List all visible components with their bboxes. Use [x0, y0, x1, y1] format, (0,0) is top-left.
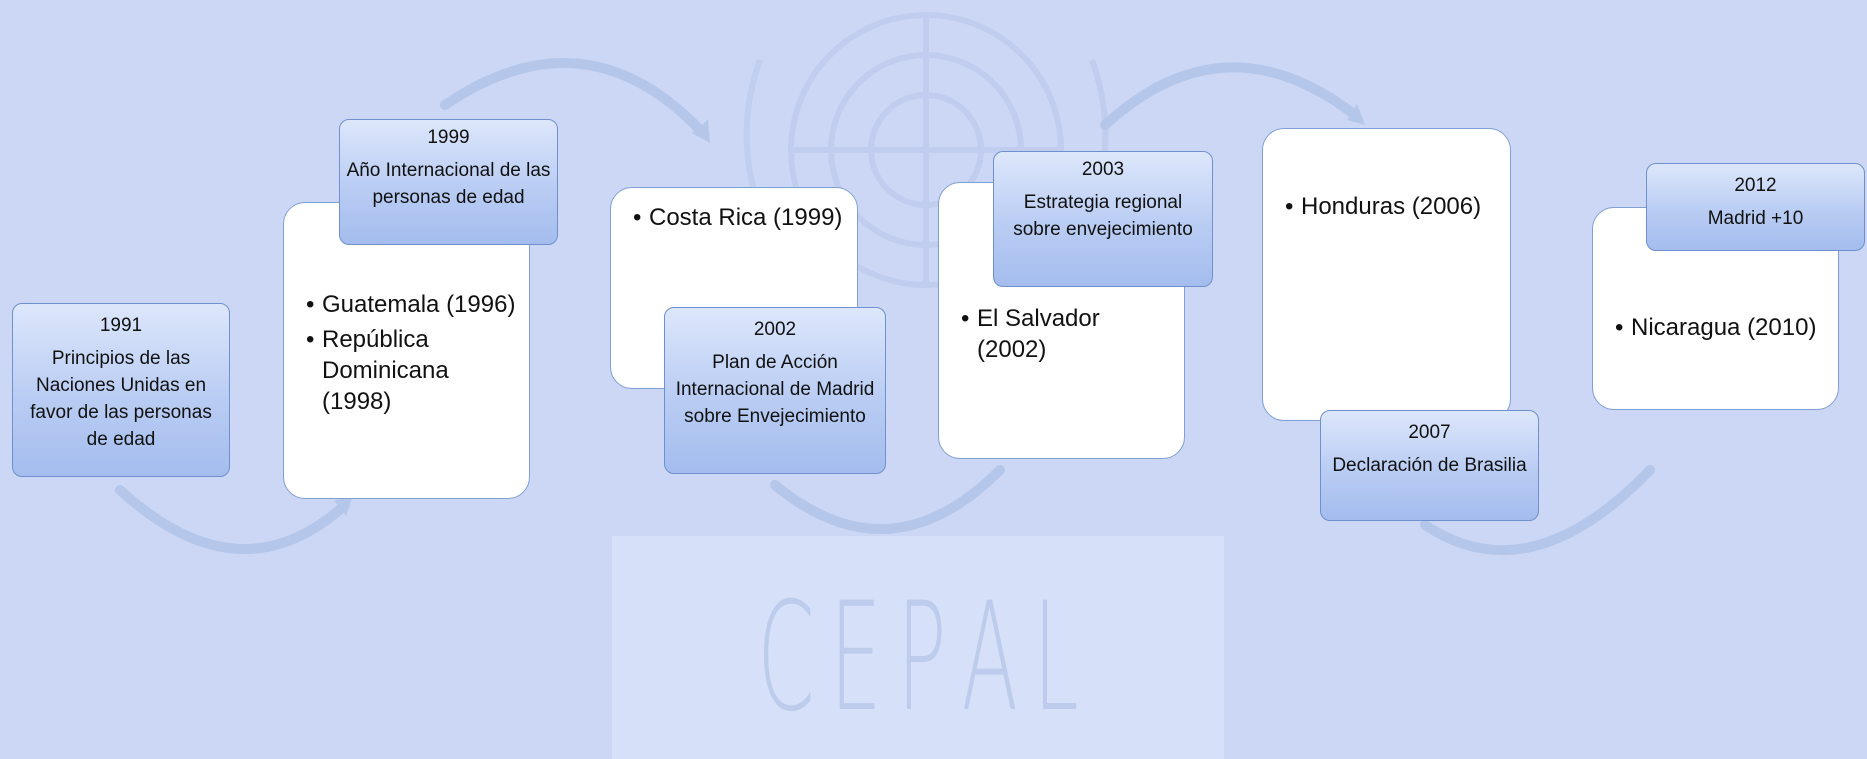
watermark-letter: L: [1032, 571, 1079, 745]
milestone-year: 2003: [1081, 159, 1125, 180]
milestone-text: Plan de Acción Internacional de Madrid s…: [675, 352, 875, 427]
cepal-watermark-letters: C E P A L: [750, 571, 1087, 745]
watermark-letter: C: [757, 571, 815, 745]
milestone-1991: 1991 Principios de las Naciones Unidas e…: [12, 303, 230, 477]
arrow-curve-4: [1100, 62, 1360, 130]
milestone-year: 1999: [427, 127, 470, 148]
cepal-watermark-box: [612, 536, 1224, 759]
milestone-text: Madrid +10: [1707, 208, 1804, 229]
arrow-curve-5: [1420, 465, 1655, 556]
country-list: Nicaragua (2010): [1615, 312, 1828, 343]
milestone-2012: 2012 Madrid +10: [1646, 163, 1865, 251]
watermark-letter: E: [829, 571, 882, 745]
milestone-text: Declaración de Brasilia: [1332, 455, 1527, 476]
arrowheads: [334, 104, 1365, 516]
milestone-year: 2007: [1408, 422, 1451, 443]
milestone-year: 2012: [1734, 175, 1777, 196]
country-item: Guatemala (1996): [306, 289, 519, 320]
milestone-2003: 2003 Estrategia regional sobre envejecim…: [993, 151, 1213, 287]
countries-card-1999: Guatemala (1996) República Dominicana (1…: [283, 202, 530, 499]
watermark-letter: P: [896, 571, 947, 745]
milestone-text: Principios de las Naciones Unidas en fav…: [30, 348, 212, 450]
country-list: Honduras (2006): [1285, 191, 1500, 222]
country-item: República Dominicana (1998): [306, 324, 519, 417]
milestone-text: Estrategia regional sobre envejecimiento: [1013, 192, 1193, 240]
country-list: Guatemala (1996) República Dominicana (1…: [306, 289, 519, 417]
milestone-year: 2002: [753, 319, 797, 340]
un-emblem-watermark: [743, 12, 1109, 292]
countries-card-2007: Honduras (2006): [1262, 128, 1511, 421]
milestone-2002: 2002 Plan de Acción Internacional de Mad…: [664, 307, 886, 474]
country-item: Costa Rica (1999): [633, 202, 847, 233]
country-item: Honduras (2006): [1285, 191, 1500, 222]
watermark-letter: A: [961, 571, 1018, 745]
country-list: El Salvador (2002): [961, 303, 1174, 365]
curved-arrows: [115, 58, 1655, 556]
milestone-text: Año Internacional de las personas de eda…: [346, 160, 551, 208]
arrow-curve-3: [770, 465, 1005, 535]
country-item: Nicaragua (2010): [1615, 312, 1828, 343]
milestone-1999: 1999 Año Internacional de las personas d…: [339, 119, 558, 245]
country-list: Costa Rica (1999): [633, 202, 847, 233]
country-item: El Salvador (2002): [961, 303, 1174, 365]
milestone-year: 1991: [99, 315, 143, 336]
milestone-2007: 2007 Declaración de Brasilia: [1320, 410, 1539, 521]
arrow-curve-1: [115, 485, 350, 555]
arrow-curve-2: [440, 58, 705, 135]
